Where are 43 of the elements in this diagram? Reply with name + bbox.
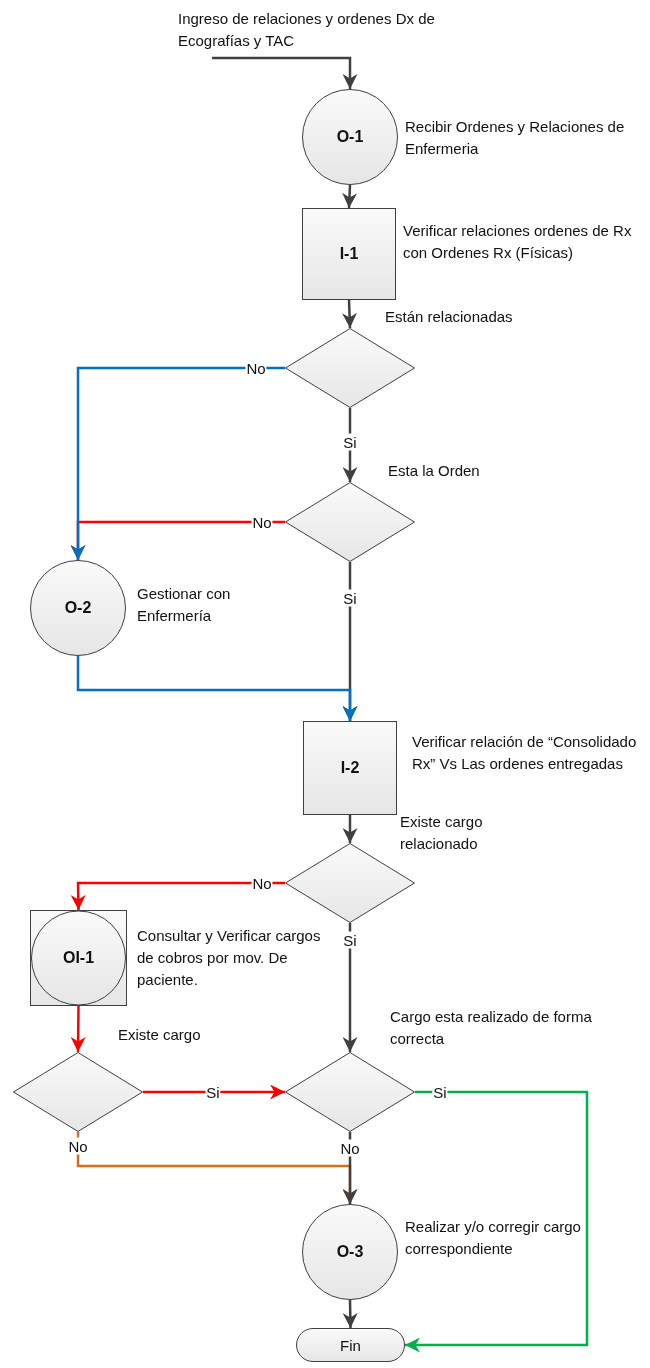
- arrow: [342, 923, 358, 1052]
- symbol-code: I-1: [339, 245, 359, 263]
- symbol-code: OI-1: [62, 949, 95, 967]
- edge-label: No: [339, 1139, 361, 1157]
- symbol-code: I-2: [340, 759, 360, 777]
- symbol-code: O-2: [64, 599, 92, 617]
- input-note: Ingreso de relaciones y ordenes Dx de Ecografías y TAC: [178, 8, 440, 58]
- arrow: [70, 1006, 86, 1052]
- edge-label: No: [67, 1137, 89, 1155]
- arrow: [70, 366, 285, 560]
- arrow: [342, 184, 358, 209]
- step-description: Gestionar con Enfermería: [137, 584, 232, 626]
- step-description: Verificar relación de “Consolidado Rx” Vs Las ordenes entregadas: [412, 732, 638, 774]
- arrow: [342, 1299, 358, 1329]
- arrow: [212, 56, 358, 89]
- step-description: Realizar y/o corregir cargo correspondiente: [405, 1217, 582, 1259]
- arrow: [76, 656, 358, 721]
- arrow: [70, 881, 285, 911]
- operation-circle: [302, 1204, 398, 1300]
- step-description: Verificar relaciones ordenes de Rx con Ordenes Rx (Físicas): [403, 221, 633, 263]
- step-description: Consultar y Verificar cargos de cobros por mov. De paciente.: [137, 926, 322, 990]
- edge-label: Si: [342, 931, 358, 949]
- symbol-code: O-1: [336, 128, 364, 146]
- terminator-label: Fin: [340, 1336, 361, 1354]
- decision-question: Existe cargo relacionado: [400, 812, 484, 854]
- edge-label: Si: [342, 433, 358, 451]
- decision-question: Están relacionadas: [385, 307, 514, 327]
- operation-circle: [302, 89, 398, 185]
- arrow: [341, 299, 357, 329]
- arrow: [405, 1090, 589, 1353]
- inspection-square: [303, 721, 397, 815]
- symbol-code: O-3: [336, 1243, 364, 1261]
- decision-question: Cargo esta realizado de forma correcta: [390, 1007, 593, 1049]
- terminator: [296, 1328, 405, 1362]
- decision-question: Esta la Orden: [388, 461, 481, 481]
- step-description: Recibir Ordenes y Relaciones de Enfermeria: [405, 117, 626, 159]
- arrow: [342, 815, 358, 843]
- operation-circle: [30, 560, 126, 656]
- edge-label: Si: [342, 589, 358, 607]
- combined-operation-inspection-symbol: [30, 910, 127, 1006]
- decision-question: Existe cargo: [118, 1025, 202, 1045]
- arrow: [143, 1084, 285, 1100]
- inspection-square: [302, 208, 396, 300]
